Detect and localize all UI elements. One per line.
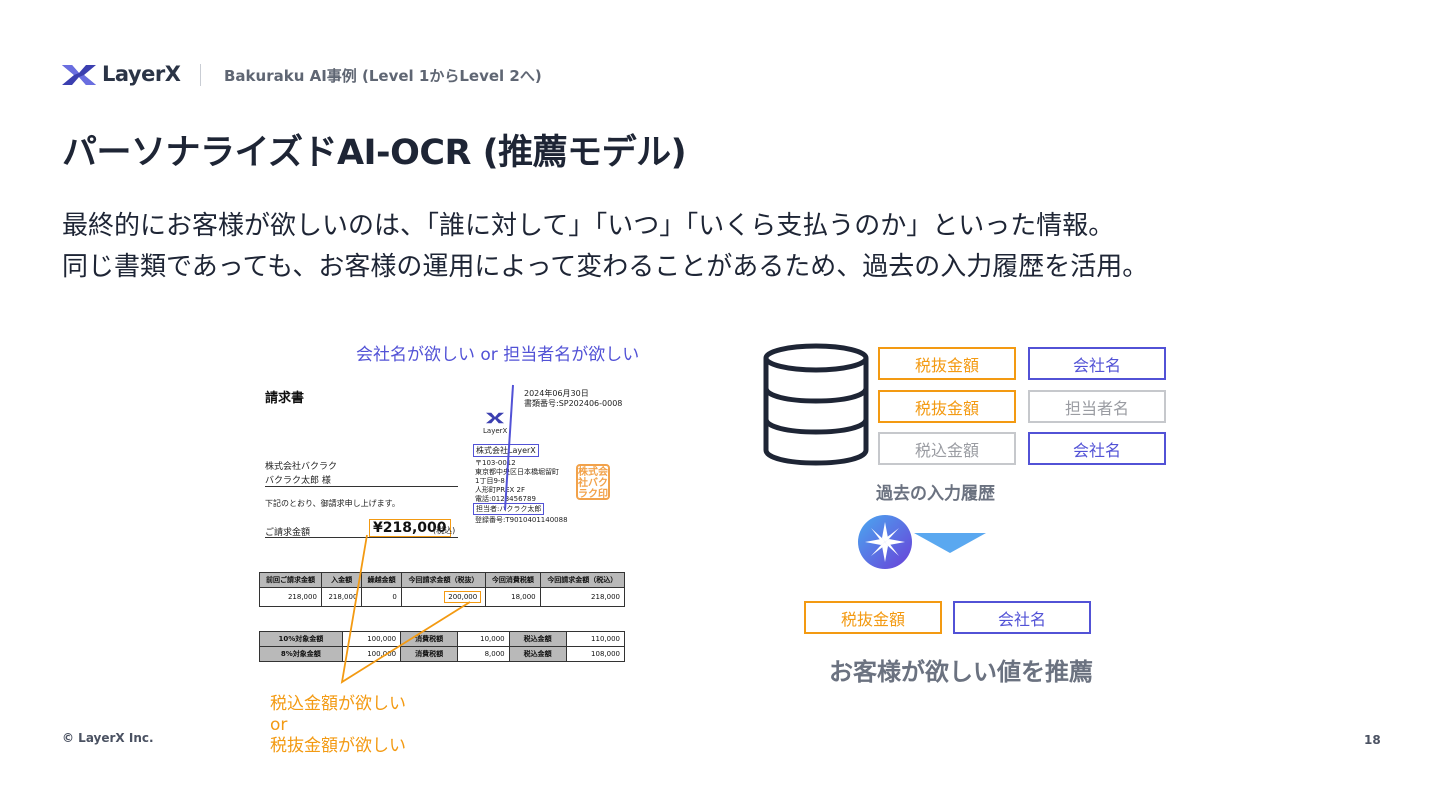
- invoice-doc-no: 書類番号:SP202406-0008: [524, 399, 623, 408]
- invoice-logo-text: LayerX: [483, 427, 508, 435]
- invoice-recipient-company: 株式会社バクラク: [265, 462, 338, 472]
- table-cell: 税込金額: [508, 646, 567, 662]
- brand-name: LayerX: [102, 62, 181, 86]
- history-tag: 税抜金額: [878, 347, 1016, 380]
- history-tag: 会社名: [1028, 432, 1166, 465]
- lead-text: 最終的にお客様が欲しいのは、「誰に対して」「いつ」「いくら支払うのか」といった情…: [62, 206, 1148, 288]
- table-header-cell: 前回ご請求金額: [259, 572, 322, 588]
- address-line: 〒103-0012: [475, 459, 516, 467]
- invoice-note: 下記のとおり、御請求申し上げます。: [265, 499, 400, 508]
- table-row: 10%対象金額 100,000 消費税額 10,000 税込金額 110,000: [259, 631, 626, 647]
- history-tag: 会社名: [1028, 347, 1166, 380]
- header-divider: [200, 64, 201, 86]
- annotation-company-or-contact: 会社名が欲しい or 担当者名が欲しい: [356, 345, 640, 365]
- recipient-underline: [265, 486, 458, 487]
- address-line: 人形町PREX 2F: [475, 486, 526, 494]
- layerx-logo-icon: [62, 65, 96, 85]
- brand-logo: LayerX: [62, 60, 182, 90]
- address-line: 1丁目9-8: [475, 477, 505, 485]
- history-caption: 過去の入力履歴: [876, 484, 995, 504]
- table-header-row: 前回ご請求金額 入金額 繰越金額 今回請求金額（税抜） 今回消費税額 今回請求金…: [259, 572, 626, 588]
- seal-line: 株式会: [578, 467, 608, 478]
- invoice-title: 請求書: [265, 391, 305, 406]
- blue-connector-line: [504, 384, 514, 511]
- footer-copyright: © LayerX Inc.: [62, 731, 154, 745]
- ai-model-icon: [858, 515, 912, 569]
- lead-line-1: 最終的にお客様が欲しいのは、「誰に対して」「いつ」「いくら支払うのか」といった情…: [62, 211, 1115, 241]
- table-header-cell: 今回請求金額（税抜）: [400, 572, 487, 588]
- page-number: 18: [1364, 733, 1381, 747]
- recommendation-caption: お客様が欲しい値を推薦: [829, 658, 1093, 686]
- invoice-issuer-company: 株式会社LayerX: [473, 444, 539, 457]
- address-line: 東京都中央区日本橋堀留町: [475, 468, 559, 476]
- invoice-registration: 登録番号:T9010401140088: [475, 516, 568, 524]
- table-cell: 108,000: [565, 646, 626, 662]
- table-row: 218,000 218,000 0 200,000 18,000 218,000: [259, 587, 626, 607]
- invoice-amount-label: ご請求金額: [265, 528, 311, 538]
- pre-tax-amount-highlight: 200,000: [444, 591, 482, 603]
- invoice-recipient-person: バクラク太郎 様: [265, 476, 331, 486]
- invoice-summary-table: 前回ご請求金額 入金額 繰越金額 今回請求金額（税抜） 今回消費税額 今回請求金…: [259, 572, 626, 607]
- table-cell-pre-tax-amount: 200,000: [400, 587, 487, 607]
- annotation-orange-line-1: 税込金額が欲しい: [270, 694, 406, 714]
- table-cell: 10%対象金額: [259, 631, 343, 647]
- annotation-orange-line-2: or: [270, 715, 288, 735]
- invoice-logo-icon: [486, 412, 504, 424]
- table-cell: 0: [361, 587, 402, 607]
- invoice-date: 2024年06月30日: [524, 389, 589, 398]
- lead-line-2: 同じ書類であっても、お客様の運用によって変わることがあるため、過去の入力履歴を活…: [62, 252, 1149, 282]
- invoice-tax-table: 10%対象金額 100,000 消費税額 10,000 税込金額 110,000…: [259, 631, 626, 662]
- table-cell: 218,000: [539, 587, 626, 607]
- table-header-cell: 入金額: [320, 572, 363, 588]
- invoice-issuer-contact: 担当者:バクラク太郎: [473, 503, 545, 515]
- seal-line: ラク印: [578, 489, 608, 500]
- history-tag: 担当者名: [1028, 390, 1166, 423]
- table-header-cell: 繰越金額: [361, 572, 402, 588]
- table-cell: 8%対象金額: [259, 646, 343, 662]
- orange-connector-line: [340, 534, 471, 684]
- table-row: 8%対象金額 100,000 消費税額 8,000 税込金額 108,000: [259, 646, 626, 662]
- page-title: パーソナライズドAI-OCR (推薦モデル): [62, 133, 687, 173]
- history-tag: 税抜金額: [878, 390, 1016, 423]
- recommended-tag: 会社名: [953, 601, 1091, 634]
- annotation-tax-amount: 税込金額が欲しい or 税抜金額が欲しい: [270, 694, 406, 757]
- table-cell: 消費税額: [400, 646, 459, 662]
- invoice-tax-note: (税込): [433, 526, 456, 535]
- recommended-tag: 税抜金額: [804, 601, 942, 634]
- table-cell: 消費税額: [400, 631, 459, 647]
- invoice-amount: ¥218,000: [369, 519, 451, 537]
- seal-line: 社バク: [578, 478, 608, 489]
- annotation-orange-line-3: 税抜金額が欲しい: [270, 736, 406, 756]
- down-arrow-icon: [914, 533, 986, 553]
- breadcrumb: Bakuraku AI事例 (Level 1からLevel 2へ): [224, 67, 542, 85]
- table-cell: 218,000: [259, 587, 322, 607]
- table-cell: 100,000: [341, 646, 402, 662]
- table-cell: 18,000: [485, 587, 541, 607]
- amount-underline: [265, 537, 458, 538]
- database-icon: [763, 343, 869, 466]
- history-tag: 税込金額: [878, 432, 1016, 465]
- company-seal: 株式会 社バク ラク印: [576, 464, 610, 500]
